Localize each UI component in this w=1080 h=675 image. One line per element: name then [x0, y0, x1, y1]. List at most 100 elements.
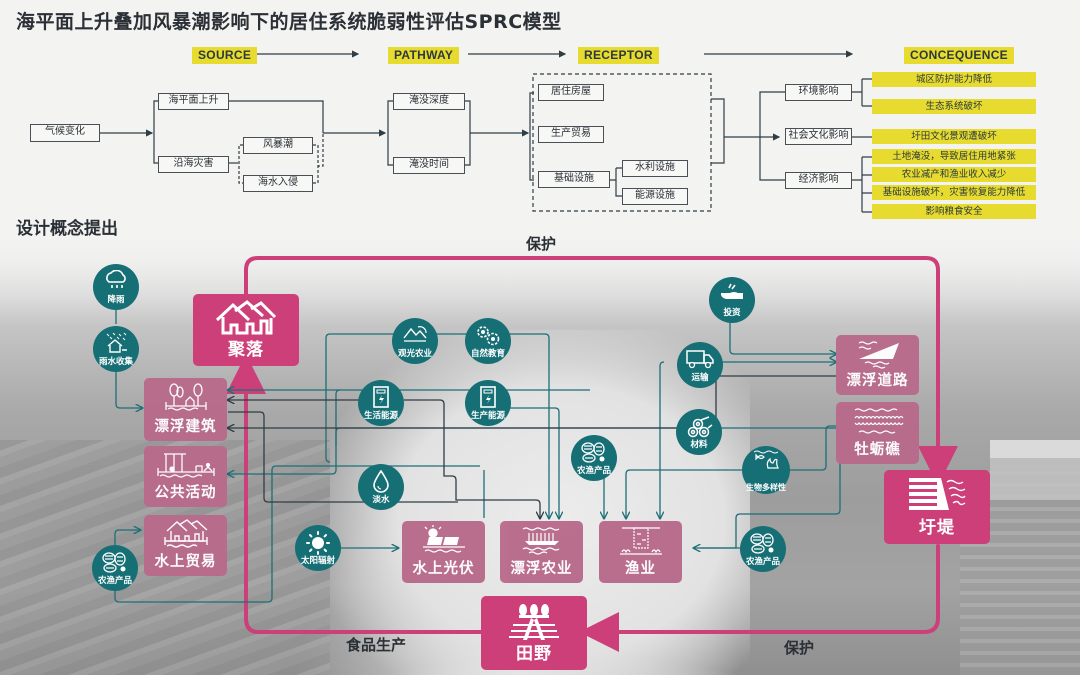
- resource-materials: 材料: [676, 409, 722, 455]
- node-infrastructure: 基础设施: [538, 171, 610, 188]
- node-sea-level-rise: 海平面上升: [158, 93, 229, 110]
- truck-icon: [686, 350, 714, 369]
- node-climate-change: 气候变化: [30, 124, 100, 142]
- stage-pathway: PATHWAY: [388, 47, 460, 64]
- label-protect-top: 保护: [526, 235, 557, 253]
- rain-harvest-label: 雨水收集: [98, 357, 133, 367]
- node-storm-surge: 风暴潮: [243, 137, 313, 154]
- node-water-trade: 水上贸易: [144, 515, 227, 576]
- node-seawater-intrusion: 海水入侵: [243, 175, 313, 192]
- node-dike: 圩堤: [884, 470, 990, 544]
- industrial-area: [990, 440, 1080, 500]
- resource-agro-products-mid: 农渔产品: [571, 435, 617, 481]
- floating-farm-icon: [522, 527, 559, 555]
- resource-rain-harvest: 雨水收集: [93, 326, 139, 372]
- dike-icon: [909, 478, 966, 510]
- floating-road-label: 漂浮道路: [846, 373, 909, 389]
- node-settlement: 聚落: [193, 294, 299, 366]
- houses-icon: [215, 300, 277, 335]
- water-trade-icon: [163, 519, 208, 548]
- pipes-icon: [687, 416, 713, 438]
- field-label: 田野: [516, 644, 552, 664]
- node-fishery: 渔业: [599, 521, 682, 583]
- consequence-item: 圩田文化景观遭破坏: [872, 129, 1036, 144]
- page-title: 海平面上升叠加风暴潮影响下的居住系统脆弱性评估SPRC模型: [16, 11, 562, 33]
- dike-label: 圩堤: [919, 518, 955, 538]
- oyster-reef-icon: [854, 408, 903, 434]
- agro-products-left-label: 农渔产品: [97, 576, 132, 586]
- node-environmental-impact: 环境影响: [785, 84, 852, 101]
- shellfish-icon: [102, 552, 126, 573]
- node-housing: 居住房屋: [538, 84, 604, 101]
- water-trade-label: 水上贸易: [154, 554, 217, 570]
- floating-building-icon: [164, 383, 207, 411]
- label-food-production: 食品生产: [346, 636, 407, 654]
- sun-icon: [306, 531, 330, 555]
- oyster-reef-label: 牡蛎礁: [854, 442, 901, 458]
- nature-education-label: 自然教育: [470, 349, 505, 359]
- node-sociocultural-impact: 社会文化影响: [785, 128, 852, 145]
- energy-meter-icon: [373, 386, 389, 408]
- water-drop-icon: [373, 470, 389, 493]
- photo-fade: [0, 235, 1080, 325]
- shellfish-icon: [581, 442, 605, 463]
- rainfall-label: 降雨: [107, 295, 125, 305]
- node-inundation-time: 淹没时间: [393, 157, 465, 174]
- fishery-label: 渔业: [625, 561, 656, 577]
- hand-investment-icon: [721, 283, 743, 299]
- stage-source: SOURCE: [192, 47, 258, 64]
- consequence-item: 城区防护能力降低: [872, 72, 1036, 87]
- node-floating-agriculture: 漂浮农业: [500, 521, 583, 583]
- investment-label: 投资: [723, 308, 741, 318]
- gears-icon: [477, 326, 500, 346]
- rain-harvest-icon: [106, 332, 127, 353]
- energy-meter-icon: [480, 386, 496, 408]
- settlement-label: 聚落: [228, 340, 264, 360]
- resource-biodiversity: 生物多样性: [742, 446, 790, 494]
- resource-solar: 太阳辐射: [295, 525, 341, 571]
- water-pv-label: 水上光伏: [412, 561, 475, 577]
- node-coastal-hazard: 沿海灾害: [158, 156, 229, 173]
- transport-label: 运输: [691, 373, 709, 383]
- node-inundation-depth: 淹没深度: [393, 93, 465, 110]
- node-economic-impact: 经济影响: [785, 172, 852, 189]
- resource-rainfall: 降雨: [93, 264, 139, 310]
- agro-products-mid-label: 农渔产品: [576, 466, 611, 476]
- resource-freshwater: 淡水: [358, 464, 404, 510]
- consequence-item: 土地淹没，导致居住用地紧张: [872, 149, 1036, 164]
- resource-transport: 运输: [677, 342, 723, 388]
- biodiversity-label: 生物多样性: [746, 483, 786, 492]
- stage-receptor: RECEPTOR: [578, 47, 659, 64]
- public-activity-label: 公共活动: [154, 485, 217, 501]
- node-field: 田野: [481, 596, 587, 670]
- resource-agro-products-left: 农渔产品: [92, 545, 138, 591]
- resource-agro-products-right: 农渔产品: [740, 526, 786, 572]
- node-energy-facility: 能源设施: [622, 188, 688, 205]
- floating-road-icon: [858, 341, 899, 369]
- resource-nature-education: 自然教育: [465, 318, 511, 364]
- resource-investment: 投资: [709, 277, 755, 323]
- floating-agriculture-label: 漂浮农业: [510, 561, 573, 577]
- node-production-trade: 生产贸易: [538, 126, 604, 143]
- consequence-item: 基础设施破坏，灾害恢复能力降低: [872, 185, 1036, 200]
- resource-production-energy: 生产能源: [465, 380, 511, 426]
- materials-label: 材料: [690, 440, 708, 450]
- sprc-connectors: [100, 50, 872, 213]
- domestic-energy-label: 生活能源: [363, 411, 398, 421]
- field-crops-icon: [509, 604, 559, 640]
- fish-cage-icon: [619, 527, 662, 555]
- agritourism-label: 观光农业: [397, 349, 432, 359]
- floating-building-label: 漂浮建筑: [154, 419, 217, 435]
- node-floating-building: 漂浮建筑: [144, 378, 227, 441]
- stage-consequence: CONCEQUENCE: [904, 47, 1014, 64]
- label-protect-bottom: 保护: [784, 639, 815, 657]
- solar-panel-icon: [422, 525, 465, 553]
- resource-agritourism: 观光农业: [392, 318, 438, 364]
- freshwater-label: 淡水: [372, 495, 390, 505]
- solar-label: 太阳辐射: [300, 556, 335, 566]
- marine-life-icon: [753, 450, 779, 469]
- production-energy-label: 生产能源: [470, 411, 505, 421]
- agro-products-right-label: 农渔产品: [745, 557, 780, 567]
- rain-cloud-icon: [106, 270, 126, 288]
